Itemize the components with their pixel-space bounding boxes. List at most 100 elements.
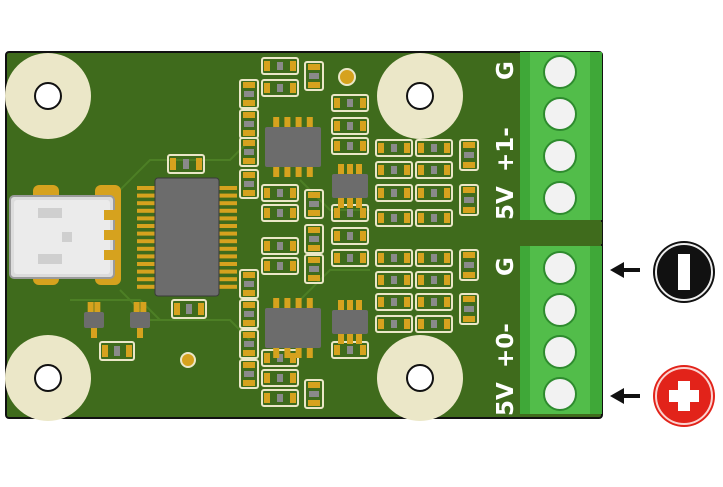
label-g-1: G [493, 61, 519, 80]
smd-component [304, 379, 324, 409]
smd-component [261, 257, 299, 275]
ic-pin [137, 216, 157, 221]
smd-component [239, 79, 259, 109]
main-ic [137, 177, 237, 297]
smd-component [375, 161, 413, 179]
ic-pin [217, 262, 237, 266]
ic-pin [217, 239, 237, 244]
smd-component [375, 184, 413, 202]
small-ic [332, 164, 368, 208]
minus-badge-icon [653, 241, 715, 303]
mounting-hole-bottom-right [377, 335, 463, 421]
smd-component [375, 271, 413, 289]
label-plus0minus: +0- [493, 323, 519, 368]
silkscreen-left-block: 5V +0- G [493, 257, 519, 416]
label-g-0: G [493, 257, 519, 276]
smd-component [375, 315, 413, 333]
smd-component [375, 209, 413, 227]
mounting-hole-bottom-left [5, 335, 91, 421]
smd-component [261, 184, 299, 202]
ic-pin [217, 224, 237, 228]
ic-pin [137, 269, 157, 274]
ic-pin [217, 246, 237, 251]
mounting-hole-icon [34, 364, 62, 392]
smd-component [415, 249, 453, 267]
ic-pin [217, 193, 237, 198]
small-ic [84, 302, 104, 338]
ic-pin [217, 269, 237, 274]
smd-component [331, 117, 369, 135]
smd-component [331, 249, 369, 267]
smd-components [84, 57, 479, 409]
ic-pin [217, 231, 237, 236]
ic-pin [217, 208, 237, 213]
smd-component [99, 341, 135, 361]
ic-pin [217, 201, 237, 206]
smd-component [415, 139, 453, 157]
label-5v-0: 5V [493, 382, 519, 416]
smd-component [331, 227, 369, 245]
smd-component [239, 359, 259, 389]
ic-pin [137, 186, 157, 190]
ic-pin [137, 246, 157, 251]
ic-pin [137, 208, 157, 213]
smd-component [304, 254, 324, 284]
mounting-hole-top-left [5, 53, 91, 139]
label-5v-1: 5V [493, 186, 519, 220]
plus-badge-icon [653, 365, 715, 427]
smd-component [375, 293, 413, 311]
smd-component [459, 184, 479, 216]
ic-pin [217, 254, 237, 259]
small-ic [265, 117, 321, 177]
smd-component [331, 137, 369, 155]
smd-component [261, 79, 299, 97]
smd-component [415, 184, 453, 202]
smd-component [261, 369, 299, 387]
smd-component [415, 293, 453, 311]
ic-pin [217, 284, 237, 289]
small-ic [332, 300, 368, 344]
ic-pin [217, 186, 237, 190]
smd-component [239, 299, 259, 329]
screw-terminal-block-top [520, 52, 602, 220]
screw-terminal-block-bottom [520, 246, 602, 414]
ic-pin [137, 231, 157, 236]
smd-component [239, 269, 259, 299]
mounting-hole-icon [34, 82, 62, 110]
ic-pin [217, 216, 237, 221]
ic-pin [217, 277, 237, 282]
ic-pin [137, 193, 157, 198]
terminal-gap [524, 222, 602, 244]
silkscreen-right-block: 5V +1- G [493, 61, 519, 220]
smd-component [415, 271, 453, 289]
smd-component [375, 249, 413, 267]
smd-component [239, 329, 259, 359]
smd-component [375, 139, 413, 157]
smd-component [415, 315, 453, 333]
smd-component [331, 94, 369, 112]
smd-component [415, 209, 453, 227]
mounting-hole-top-right [377, 53, 463, 139]
label-plus1minus: +1- [493, 127, 519, 172]
mounting-hole-icon [406, 82, 434, 110]
smd-component [459, 249, 479, 281]
ic-pin [137, 239, 157, 244]
small-ic [130, 302, 150, 338]
smd-component [261, 57, 299, 75]
smd-component [304, 224, 324, 254]
mounting-hole-icon [406, 364, 434, 392]
fiducial-bottom [180, 352, 196, 368]
smd-component [171, 299, 207, 319]
smd-component [415, 161, 453, 179]
ic-pin [137, 284, 157, 289]
smd-component [459, 139, 479, 171]
smd-component [261, 204, 299, 222]
smd-component [304, 61, 324, 91]
ic-pin [137, 224, 157, 228]
smd-component [459, 293, 479, 325]
fiducial-top [338, 68, 356, 86]
smd-component [261, 237, 299, 255]
smd-component [261, 389, 299, 407]
ic-pin [137, 254, 157, 259]
